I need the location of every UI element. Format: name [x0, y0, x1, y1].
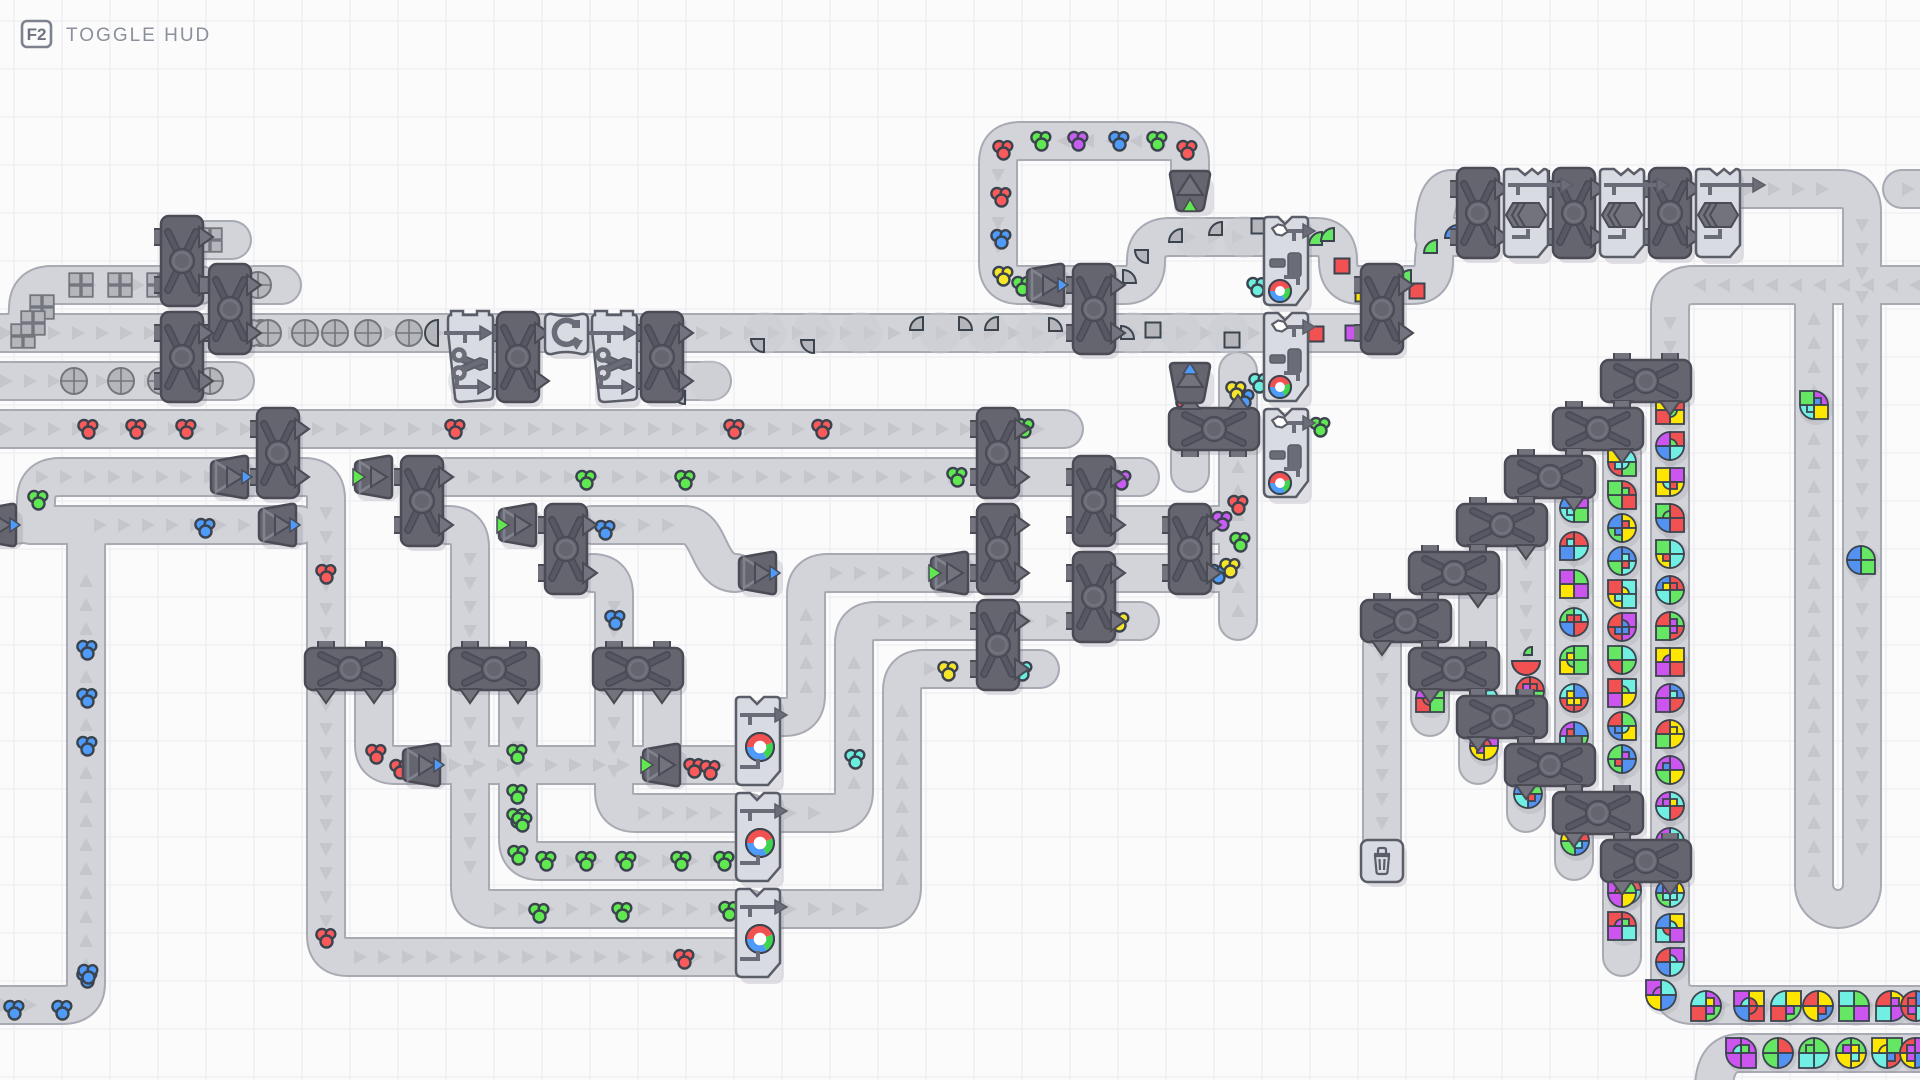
svg-text:TOGGLE HUD: TOGGLE HUD — [66, 25, 211, 46]
svg-text:F2: F2 — [27, 25, 47, 44]
